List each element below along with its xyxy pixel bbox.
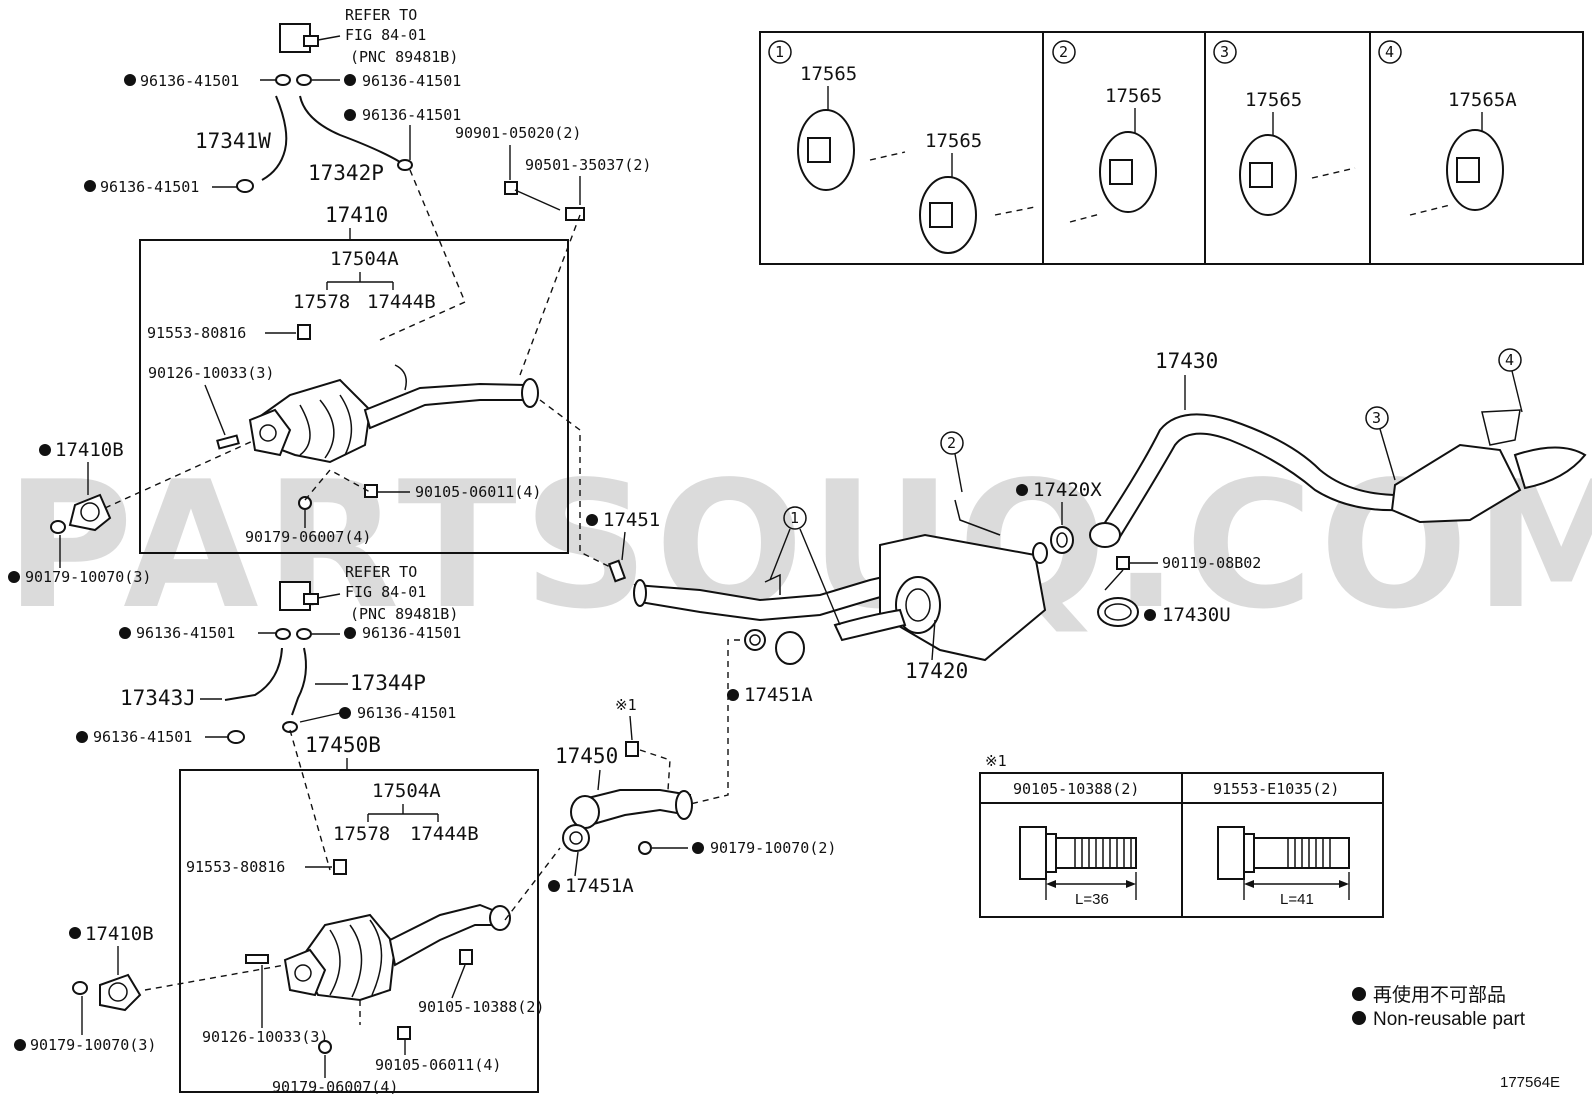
label-96136-d: 96136-41501 [100, 178, 199, 196]
refer-line2-b: FIG 84-01 [345, 583, 426, 601]
panel-4: 4 17565A [1378, 40, 1517, 216]
callout-4: 4 [1505, 351, 1514, 369]
legend-japanese: 再使用不可部品 [1373, 984, 1506, 1006]
upper-catalyst-group: REFER TO FIG 84-01 (PNC 89481B) 96136-41… [8, 6, 651, 586]
label-90179-06007-b: 90179-06007(4) [272, 1078, 398, 1096]
label-90901: 90901-05020(2) [455, 124, 581, 142]
label-96136-c: 96136-41501 [362, 106, 461, 124]
label-17344P: 17344P [350, 671, 426, 695]
label-17341W: 17341W [195, 129, 271, 153]
bolt-table: ※1 90105-10388(2) 91553-E1035(2) L=36 [979, 752, 1384, 918]
label-17504A-a: 17504A [330, 248, 399, 270]
panel-2-marker: 2 [1059, 43, 1068, 61]
label-17410B-a: 17410B [55, 439, 124, 461]
callout-1: 1 [790, 509, 799, 527]
label-91553-b: 91553-80816 [186, 858, 285, 876]
group-17450B-box [179, 769, 539, 1093]
label-90179-10070-a: 90179-10070(3) [25, 568, 151, 586]
label-17578-a: 17578 [293, 291, 350, 313]
label-17420X: 17420X [1033, 479, 1102, 501]
panel-1-marker: 1 [775, 43, 784, 61]
panel-3-label: 17565 [1245, 89, 1302, 111]
label-17578-b: 17578 [333, 823, 390, 845]
label-17444B-a: 17444B [367, 291, 436, 313]
bolt-1-icon: L=36 [1019, 826, 1137, 908]
panel-1: 1 17565 17565 [768, 40, 1036, 254]
label-91553-a: 91553-80816 [147, 324, 246, 342]
label-96136-b: 96136-41501 [362, 72, 461, 90]
label-17504A-b: 17504A [372, 780, 441, 802]
panel-3: 3 17565 [1213, 40, 1356, 216]
legend-dot-icon [1352, 987, 1366, 1001]
bolt-2-icon: L=41 [1217, 826, 1350, 908]
lower-catalyst-group: REFER TO FIG 84-01 (PNC 89481B) 96136-41… [14, 563, 561, 1096]
label-17410: 17410 [325, 203, 388, 227]
bolt-col1-length: L=36 [1075, 891, 1109, 908]
label-90119: 90119-08B02 [1162, 554, 1261, 572]
label-90179-10070-b: 90179-10070(3) [30, 1036, 156, 1054]
callouts: 1 2 3 4 [769, 348, 1523, 626]
label-90179-06007-a: 90179-06007(4) [245, 528, 371, 546]
label-90126-a: 90126-10033(3) [148, 364, 274, 382]
label-17451A-a: 17451A [744, 684, 813, 706]
insulator-panels: 1 17565 17565 2 17565 3 17565 [759, 31, 1584, 265]
panel-2-label: 17565 [1105, 85, 1162, 107]
pressure-sensor-icon [279, 23, 311, 53]
bolt-col1-part: 90105-10388(2) [1013, 780, 1139, 798]
legend-english: Non-reusable part [1373, 1009, 1526, 1030]
label-96136-a: 96136-41501 [140, 72, 239, 90]
label-17451A-b: 17451A [565, 875, 634, 897]
label-90105-10388-a: 90105-10388(2) [418, 998, 544, 1016]
label-17430U: 17430U [1162, 604, 1231, 626]
label-17430: 17430 [1155, 349, 1218, 373]
panel-2: 2 17565 [1052, 40, 1162, 223]
non-reusable-dot [124, 74, 136, 86]
label-96136-g: 96136-41501 [357, 704, 456, 722]
label-96136-e: 96136-41501 [136, 624, 235, 642]
label-90105-06011-a: 90105-06011(4) [415, 483, 541, 501]
refer-line3-b: (PNC 89481B) [350, 605, 458, 623]
refer-line3: (PNC 89481B) [350, 48, 458, 66]
label-90126-b: 90126-10033(3) [202, 1028, 328, 1046]
panel-3-marker: 3 [1220, 43, 1229, 61]
figure-code: 177564E [1500, 1074, 1560, 1091]
label-90105-06011-b: 90105-06011(4) [375, 1056, 501, 1074]
refer-line1: REFER TO [345, 6, 417, 24]
bolt-col2-length: L=41 [1280, 891, 1314, 908]
label-17343J: 17343J [120, 686, 196, 710]
note1-mark: ※1 [615, 696, 637, 714]
label-17450B: 17450B [305, 733, 381, 757]
panel-4-marker: 4 [1385, 43, 1394, 61]
label-17420: 17420 [905, 659, 968, 683]
bolt-col2-part: 91553-E1035(2) [1213, 780, 1339, 798]
panel-1-label-b: 17565 [925, 130, 982, 152]
callout-2: 2 [947, 434, 956, 452]
refer-line1-b: REFER TO [345, 563, 417, 581]
label-96136-h: 96136-41501 [93, 728, 192, 746]
label-96136-f: 96136-41501 [362, 624, 461, 642]
bolt-table-note: ※1 [985, 752, 1007, 770]
label-90179-10070-c: 90179-10070(2) [710, 839, 836, 857]
panel-1-label-a: 17565 [800, 63, 857, 85]
label-90501: 90501-35037(2) [525, 156, 651, 174]
label-17450: 17450 [555, 744, 618, 768]
refer-line2: FIG 84-01 [345, 26, 426, 44]
front-pipe-17450: ※1 17450 17451A 90179-10070(2) [548, 696, 836, 897]
label-17410B-b: 17410B [85, 923, 154, 945]
panel-4-label: 17565A [1448, 89, 1517, 111]
middle-section: 17451 17451A 17420 17420X 90119-08B02 [586, 349, 1587, 811]
callout-3: 3 [1372, 409, 1381, 427]
legend: 再使用不可部品 Non-reusable part [1352, 984, 1526, 1030]
label-17444B-b: 17444B [410, 823, 479, 845]
label-17342P: 17342P [308, 161, 384, 185]
group-17410-box [139, 239, 569, 554]
label-17451: 17451 [603, 509, 660, 531]
